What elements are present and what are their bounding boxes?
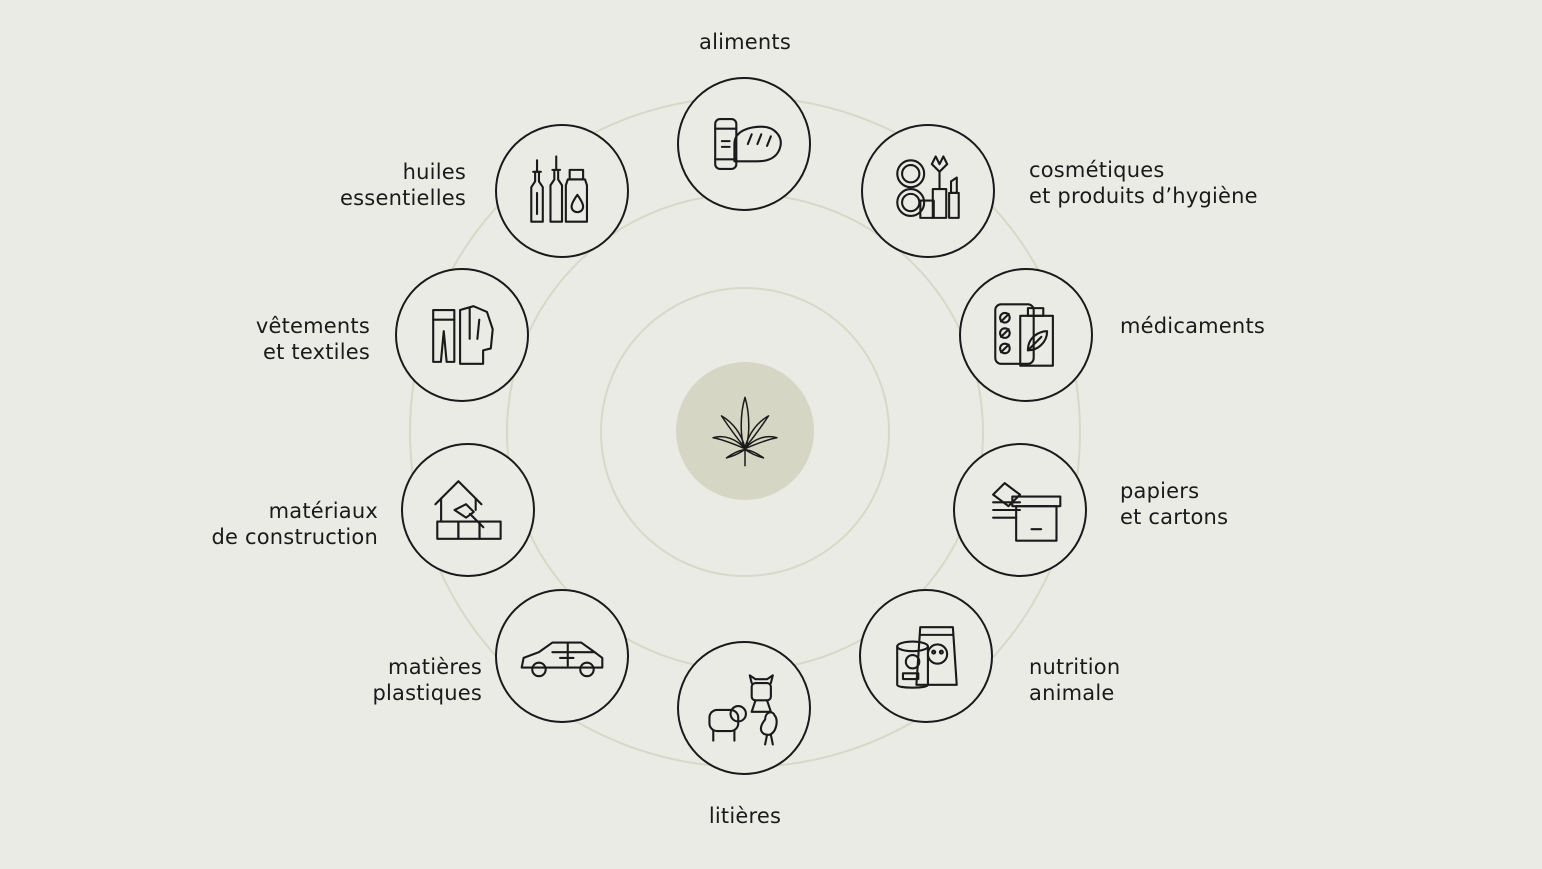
label-line: médicaments bbox=[1120, 314, 1266, 338]
node-vetements bbox=[395, 268, 529, 402]
label-huiles: huiles essentielles bbox=[266, 160, 466, 211]
label-line: de construction bbox=[211, 524, 378, 549]
label-line: et produits d’hygiène bbox=[1029, 183, 1258, 208]
label-line: et cartons bbox=[1120, 504, 1229, 529]
car-icon bbox=[520, 641, 604, 678]
label-nutrition: nutrition animale bbox=[1029, 655, 1120, 706]
label-line: plastiques bbox=[372, 680, 482, 705]
label-litieres: litières bbox=[645, 804, 845, 830]
medicine-icon bbox=[994, 303, 1054, 367]
label-line: papiers bbox=[1120, 479, 1200, 503]
label-construction: matériaux de construction bbox=[178, 499, 378, 550]
label-line: nutrition bbox=[1029, 655, 1121, 679]
label-line: et textiles bbox=[262, 339, 370, 364]
cosmetics-icon bbox=[896, 155, 960, 219]
label-line: animale bbox=[1029, 680, 1115, 705]
paper-box-icon bbox=[992, 482, 1062, 542]
inner-ring bbox=[600, 287, 890, 577]
label-line: matériaux bbox=[268, 499, 378, 523]
label-line: aliments bbox=[699, 30, 791, 54]
node-medicaments bbox=[959, 268, 1093, 402]
node-litieres bbox=[677, 641, 811, 775]
house-construction-icon bbox=[434, 480, 502, 540]
label-line: matières bbox=[388, 655, 482, 679]
label-cosmetiques: cosmétiques et produits d’hygiène bbox=[1029, 158, 1258, 209]
node-construction bbox=[401, 443, 535, 577]
livestock-icon bbox=[708, 674, 778, 746]
label-aliments: aliments bbox=[645, 30, 845, 56]
label-line: cosmétiques bbox=[1029, 158, 1165, 182]
node-aliments bbox=[677, 77, 811, 211]
node-plastiques bbox=[495, 589, 629, 723]
label-medicaments: médicaments bbox=[1120, 314, 1265, 340]
node-huiles bbox=[495, 124, 629, 258]
center-hemp-circle bbox=[676, 362, 814, 500]
node-cosmetiques bbox=[861, 124, 995, 258]
node-papiers bbox=[953, 443, 1087, 577]
food-icon bbox=[714, 117, 782, 171]
label-line: essentielles bbox=[340, 185, 466, 210]
oil-bottles-icon bbox=[530, 155, 589, 223]
label-line: litières bbox=[708, 804, 782, 828]
label-papiers: papiers et cartons bbox=[1120, 479, 1228, 530]
node-nutrition bbox=[859, 589, 993, 723]
label-line: huiles bbox=[402, 160, 466, 184]
label-plastiques: matières plastiques bbox=[282, 655, 482, 706]
pet-food-icon bbox=[896, 626, 958, 689]
hemp-leaf-icon bbox=[712, 396, 778, 467]
label-line: vêtements bbox=[255, 314, 370, 338]
clothing-icon bbox=[432, 305, 494, 365]
label-vetements: vêtements et textiles bbox=[170, 314, 370, 365]
